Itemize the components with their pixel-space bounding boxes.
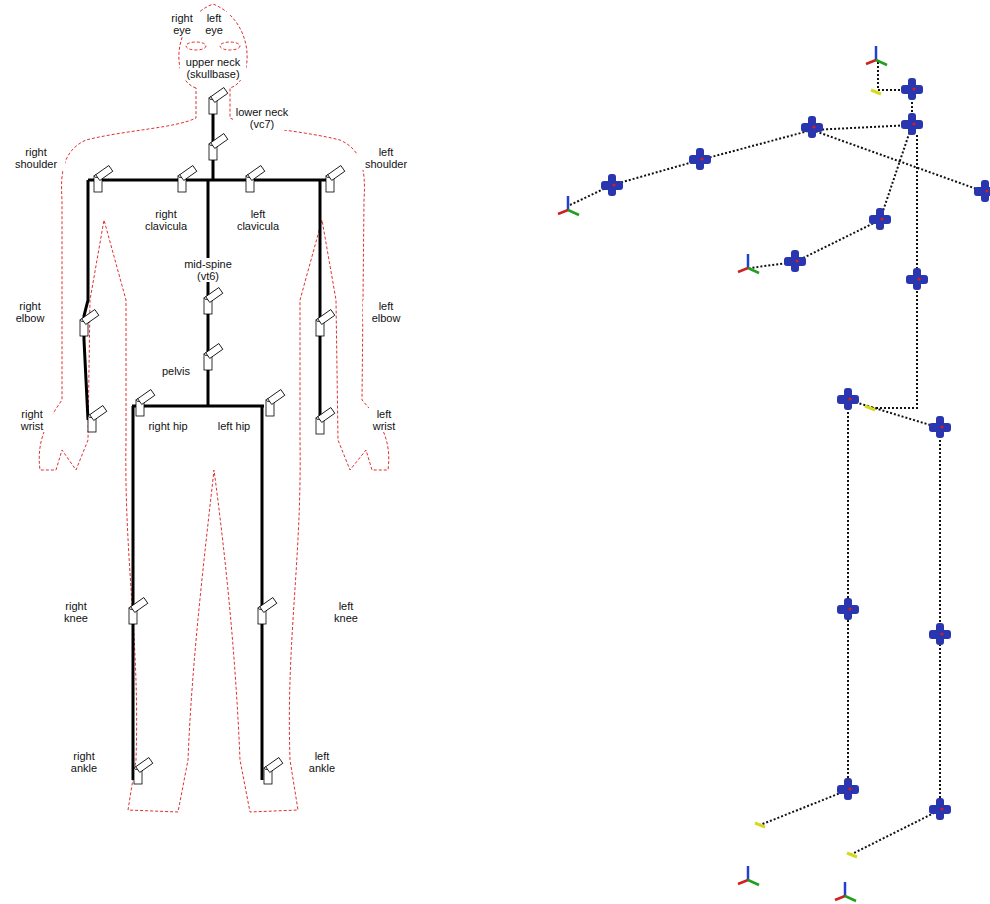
joint-label: left ankle [299, 750, 345, 774]
joint-label: right knee [55, 600, 97, 624]
3d-skeleton [558, 46, 990, 901]
joint-label: left wrist [363, 408, 405, 432]
body-outline [39, 4, 389, 812]
joint-label: right shoulder [7, 146, 65, 170]
joint-label: mid-spine (vt6) [179, 258, 237, 282]
joint-label: pelvis [155, 365, 197, 377]
joint-label: right elbow [7, 300, 53, 324]
joint-label: left shoulder [357, 146, 415, 170]
joint-label: right wrist [11, 408, 53, 432]
joint-label: left elbow [363, 300, 409, 324]
joint-label: left knee [325, 600, 367, 624]
skeleton-segments [84, 100, 330, 780]
joint-label: right eye [166, 12, 198, 36]
joint-label: left hip [211, 420, 257, 432]
joint-label: right hip [141, 420, 195, 432]
joint-symbols [80, 88, 345, 784]
joint-label: right ankle [61, 750, 107, 774]
joint-label: left eye [198, 12, 230, 36]
joint-label: lower neck (vc7) [233, 106, 291, 130]
joint-label: left clavicula [229, 208, 287, 232]
joint-label: upper neck (skullbase) [180, 56, 246, 80]
joint-label: right clavicula [137, 208, 195, 232]
